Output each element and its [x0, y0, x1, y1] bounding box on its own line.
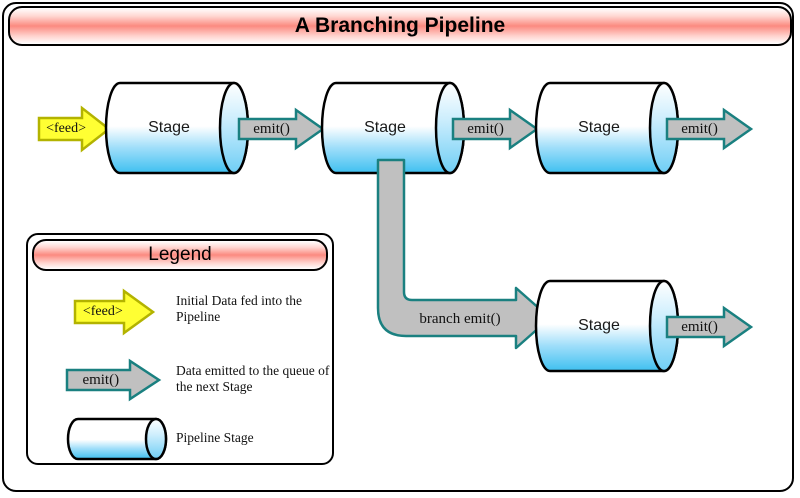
cylinder-shape: [534, 278, 686, 374]
emit-arrow-3: emit(): [665, 107, 754, 151]
branch-emit-arrow: branch emit(): [376, 158, 552, 350]
legend-description-feed: Initial Data fed into the Pipeline: [176, 293, 302, 324]
legend-cylinder-icon: [66, 417, 172, 461]
pipeline-stage-3[interactable]: Stage: [534, 80, 686, 176]
legend-feed-arrow-icon: <feed>: [73, 288, 156, 336]
feed-arrow-icon: <feed>: [37, 105, 112, 153]
legend-header: Legend: [32, 239, 328, 271]
page-title: A Branching Pipeline: [294, 14, 506, 37]
legend-description-emit: Data emitted to the queue of the next St…: [176, 363, 330, 394]
pipeline-stage-1[interactable]: Stage: [104, 80, 256, 176]
legend-description-stage: Pipeline Stage: [176, 430, 254, 445]
emit-arrow-2: emit(): [451, 107, 540, 151]
emit-arrow-4: emit(): [665, 305, 754, 349]
cylinder-shape: [320, 80, 472, 176]
legend-title: Legend: [148, 244, 212, 265]
pipeline-stage-4[interactable]: Stage: [534, 278, 686, 374]
emit-arrow-1: emit(): [237, 107, 326, 151]
legend-panel: Legend <feed> Initial Data fed into the …: [26, 233, 334, 465]
cylinder-shape: [104, 80, 256, 176]
cylinder-shape: [534, 80, 686, 176]
legend-emit-arrow-icon: emit(): [65, 358, 162, 402]
cylinder-shape: [66, 417, 172, 461]
diagram-title-bar: A Branching Pipeline: [8, 6, 792, 46]
